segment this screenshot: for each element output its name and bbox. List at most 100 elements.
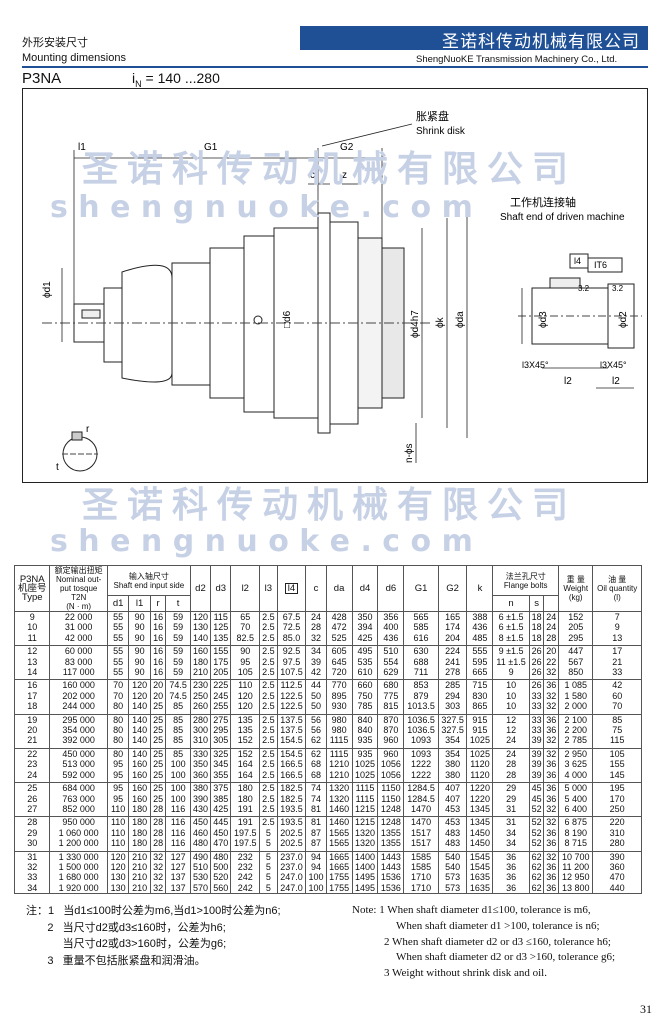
- table-cell: 960: [377, 735, 405, 749]
- table-cell: 59: [165, 632, 191, 646]
- ratio-subscript: N: [135, 78, 142, 89]
- table-cell: 275: [210, 713, 232, 726]
- table-cell: 1215: [351, 816, 379, 828]
- table-cell: 242: [230, 872, 261, 883]
- table-cell: 120: [128, 690, 151, 702]
- col-t: t: [165, 595, 191, 612]
- table-cell: 105: [592, 747, 642, 760]
- table-cell: 230: [189, 679, 212, 691]
- col-l2: l2: [230, 565, 261, 612]
- table-cell: 32: [149, 882, 167, 895]
- table-cell: 645: [325, 656, 353, 668]
- page-number: 31: [640, 1002, 652, 1016]
- table-cell: 1120: [466, 759, 494, 770]
- table-cell: 29: [492, 793, 530, 804]
- table-cell: 665: [466, 667, 494, 680]
- table-cell: 6 ±1.5: [492, 611, 530, 623]
- section-title-en: Mounting dimensions: [22, 52, 126, 64]
- table-cell: 130: [106, 872, 130, 883]
- table-cell: 354: [437, 747, 468, 760]
- table-cell: 815: [377, 701, 405, 715]
- model-name: P3NA: [22, 70, 62, 87]
- table-cell: 52: [528, 827, 545, 839]
- table-cell: 688: [403, 656, 439, 668]
- table-cell: 2.5: [259, 645, 278, 657]
- table-cell: 445: [210, 816, 232, 828]
- table-cell: 42: [305, 667, 327, 680]
- table-cell: 360: [189, 769, 212, 783]
- table-cell: 154.5: [276, 747, 307, 760]
- table-cell: 135: [230, 725, 261, 736]
- table-cell: 2.5: [259, 735, 278, 749]
- table-cell: 160: [128, 769, 151, 783]
- header-rule: [22, 66, 648, 68]
- table-cell: 87: [305, 838, 327, 852]
- table-cell: 100: [305, 872, 327, 883]
- col-d4: d4: [351, 565, 379, 612]
- table-cell: 960: [377, 747, 405, 760]
- table-cell: 1517: [403, 827, 439, 839]
- table-cell: 160: [189, 645, 212, 657]
- table-cell: 430: [189, 803, 212, 817]
- table-cell: 110: [106, 816, 130, 828]
- table-cell: 16: [13, 679, 51, 691]
- table-cell: 110: [106, 803, 130, 817]
- table-cell: 21: [13, 735, 51, 749]
- table-cell: 80: [106, 701, 130, 715]
- table-cell: 45: [528, 782, 545, 794]
- table-cell: 80: [106, 713, 130, 726]
- table-cell: 70: [106, 679, 130, 691]
- col-n: n: [492, 595, 530, 612]
- table-cell: 388: [466, 611, 494, 623]
- table-cell: 100: [165, 759, 191, 770]
- table-cell: 573: [437, 872, 468, 883]
- table-cell: 25: [149, 701, 167, 715]
- table-cell: 62: [528, 861, 545, 873]
- table-cell: 28: [149, 816, 167, 828]
- table-cell: 295: [558, 632, 594, 646]
- table-cell: 680: [377, 679, 405, 691]
- table-cell: 137.5: [276, 725, 307, 736]
- table-cell: 850: [558, 667, 594, 680]
- table-cell: 570: [189, 882, 212, 895]
- table-cell: 1545: [466, 861, 494, 873]
- table-cell: 50: [305, 701, 327, 715]
- table-cell: 24: [13, 769, 51, 783]
- table-cell: 197.5: [230, 827, 261, 839]
- col-g2: G2: [437, 565, 468, 612]
- table-cell: 112.5: [276, 679, 307, 691]
- table-cell: 33: [528, 713, 545, 726]
- mounting-drawing: l1 G1 G2 c z 胀紧盘 Shrink disk 工作机连接轴 Shaf…: [22, 88, 648, 483]
- table-cell: 1565: [325, 838, 353, 852]
- table-cell: 62: [528, 872, 545, 883]
- table-cell: 6 400: [558, 803, 594, 817]
- table-cell: 140: [189, 632, 212, 646]
- table-cell: 865: [466, 701, 494, 715]
- table-cell: 155: [592, 759, 642, 770]
- table-cell: 1120: [466, 769, 494, 783]
- table-cell: 205: [558, 622, 594, 633]
- table-cell: 25: [149, 747, 167, 760]
- table-cell: 8 190: [558, 827, 594, 839]
- table-cell: 6 ±1.5: [492, 622, 530, 633]
- table-cell: 56: [305, 725, 327, 736]
- table-cell: 137: [165, 872, 191, 883]
- table-cell: 1150: [377, 782, 405, 794]
- table-cell: 1565: [325, 827, 353, 839]
- table-cell: 354 000: [49, 725, 108, 736]
- table-cell: 555: [466, 645, 494, 657]
- table-cell: 500: [210, 861, 232, 873]
- table-cell: 154.5: [276, 735, 307, 749]
- table-cell: 840: [351, 725, 379, 736]
- table-cell: 8 715: [558, 838, 594, 852]
- table-cell: 16: [149, 645, 167, 657]
- table-cell: 232: [230, 861, 261, 873]
- label-k: ϕk: [435, 316, 446, 328]
